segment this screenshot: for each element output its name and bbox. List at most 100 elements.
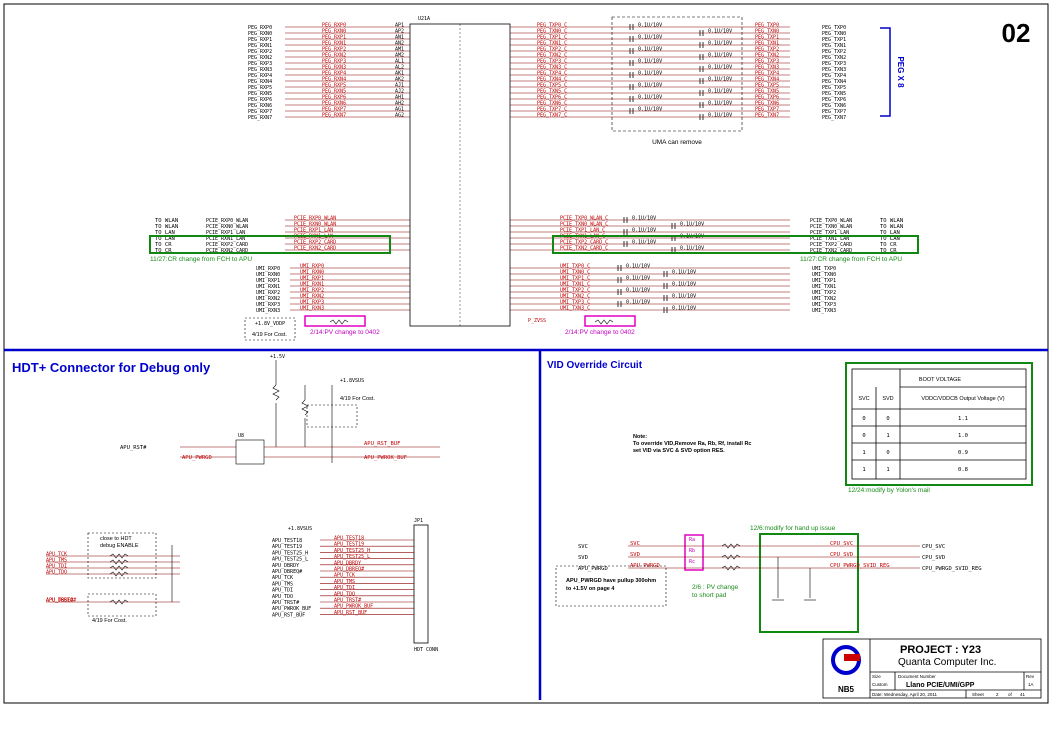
- peg-tx-net-c: PEG_TXN2_C: [537, 53, 567, 59]
- peg-tx-net: PEG_TXP4: [755, 71, 779, 77]
- peg-rx-pin: AL1: [395, 59, 404, 65]
- apu-ref: U21A: [418, 16, 430, 22]
- umi-tx-net: UMI_TXN0_C: [560, 270, 590, 276]
- peg-rx-pin: AG1: [395, 107, 404, 113]
- hdt-cost-note: 4/19 For Cost.: [340, 396, 375, 402]
- vid-table-title: BOOT VOLTAGE: [919, 377, 962, 383]
- vid-output-dest: CPU_PWRGD_SVID_REG: [922, 566, 982, 572]
- vid-output-dest: CPU_SVC: [922, 544, 945, 550]
- peg-rx-net: PEG_RXP5: [322, 83, 346, 89]
- hdr-net: APU_TDI: [334, 585, 355, 591]
- umi-tx-cap-val: 0.1U/10V: [626, 276, 650, 282]
- peg-tx-cap-val: 0.1U/10V: [708, 65, 732, 71]
- peg-tx-cap-val: 0.1U/10V: [708, 41, 732, 47]
- hdt-section-title: HDT+ Connector for Debug only: [12, 360, 211, 375]
- vid-row-volt: 1.1: [958, 416, 968, 422]
- peg-tx-dest: PEG_TXP5: [822, 85, 846, 91]
- peg-tx-cap-val: 0.1U/10V: [708, 77, 732, 83]
- gpp-card-box-left: [149, 235, 391, 254]
- peg-tx-cap: [699, 54, 704, 60]
- umi-rx-src: UMI_RXP2: [256, 290, 280, 296]
- peg-rx-pin: AH1: [395, 95, 404, 101]
- umi-zvdd-box: [304, 315, 366, 327]
- jtag-net-dbreq: APU_DBREQ#: [46, 598, 76, 604]
- umi-tx-net: UMI_TXP1_C: [560, 276, 590, 282]
- peg-rx-pin: AJ2: [395, 89, 404, 95]
- vid-resistor: [721, 543, 741, 549]
- peg-tx-dest: PEG_TXN2: [822, 55, 846, 61]
- peg-tx-net: PEG_TXN3: [755, 65, 779, 71]
- jtag-resistor: [109, 559, 129, 565]
- hdr-left-label: APU_TDI: [272, 588, 293, 594]
- size-label: Size: [872, 674, 881, 679]
- peg-tx-cap: [629, 96, 634, 102]
- umi-rx-src: UMI_RXN3: [256, 308, 280, 314]
- peg-tx-net-c: PEG_TXN6_C: [537, 101, 567, 107]
- peg-rx-pin: AG2: [395, 113, 404, 119]
- gpp-rx-src: PCIE_RXN0_WLAN: [206, 224, 248, 230]
- gpp-left-dest: TO CR: [155, 248, 172, 254]
- gpp-change-note-left: 11/27:CR change from FCH to APU: [150, 256, 252, 263]
- gpp-tx-net-c: PCIE_TXN0_WLAN_C: [560, 222, 608, 228]
- peg-tx-dest: PEG_TXN0: [822, 31, 846, 37]
- umi-rx-net: UMI_RXN3: [300, 306, 324, 312]
- gpp-change-note-right: 11/27:CR change from FCH to APU: [800, 256, 902, 263]
- peg-tx-net-c: PEG_TXN3_C: [537, 65, 567, 71]
- peg-bracket: [880, 27, 891, 117]
- sheet-border: [3, 3, 1049, 704]
- peg-rx-pin: AN2: [395, 41, 404, 47]
- peg-tx-cap: [629, 36, 634, 42]
- umi-rx-src: UMI_RXN1: [256, 284, 280, 290]
- hdr-left-label: APU_TMS: [272, 581, 293, 587]
- umi-rx-net: UMI_RXP1: [300, 276, 324, 282]
- peg-tx-cap-val: 0.1U/10V: [708, 113, 732, 119]
- gpp-right-dest: TO CR: [880, 242, 897, 248]
- peg-tx-dest: PEG_TXP3: [822, 61, 846, 67]
- peg-tx-net-c: PEG_TXP0_C: [537, 23, 567, 29]
- hdt-rail-1v8: +1.8VSUS: [340, 378, 364, 384]
- peg-tx-cap: [629, 108, 634, 114]
- peg-rx-net: PEG_RXN4: [322, 77, 346, 83]
- hdr-left-label: APU_DBRDY: [272, 563, 299, 569]
- peg-tx-net: PEG_TXN0: [755, 29, 779, 35]
- hdr-net: APU_DBRDY: [334, 560, 361, 566]
- gpp-left-dest: TO LAN: [155, 230, 175, 236]
- peg-rx-src: PEG_RXN0: [248, 31, 272, 37]
- gpp-tx-net-c: PCIE_TXN2_CARD_C: [560, 246, 608, 252]
- umi-tx-cap: [617, 265, 622, 271]
- gpp-tx-net: PCIE_TXP1_LAN: [810, 230, 849, 236]
- vid-resistor: [721, 554, 741, 560]
- peg-tx-dest: PEG_TXN3: [822, 67, 846, 73]
- hdt-rail-1v5: +1.5V: [270, 354, 285, 360]
- umi-tx-dest: UMI_TXP0: [812, 266, 836, 272]
- peg-tx-net-c: PEG_TXP1_C: [537, 35, 567, 41]
- gpp-left-dest: TO WLAN: [155, 224, 178, 230]
- umi-tx-dest: UMI_TXN0: [812, 272, 836, 278]
- peg-rx-src: PEG_RXP7: [248, 109, 272, 115]
- vid-pwrgd-note-box: [555, 565, 667, 607]
- hdr-left-label: APU_TEST19: [272, 544, 302, 550]
- vid-res-label: Ra: [689, 537, 695, 543]
- peg-tx-net-c: PEG_TXP7_C: [537, 107, 567, 113]
- rev-value: 1A: [1028, 682, 1034, 687]
- gpp-right-dest: TO LAN: [880, 230, 900, 236]
- company-name: Quanta Computer Inc.: [898, 657, 996, 668]
- peg-tx-net: PEG_TXP2: [755, 47, 779, 53]
- jtag-resistor: [109, 553, 129, 559]
- peg-rx-src: PEG_RXN7: [248, 115, 272, 121]
- hdt-buffer-ref: U8: [238, 433, 244, 439]
- peg-tx-net-c: PEG_TXN0_C: [537, 29, 567, 35]
- peg-rx-src: PEG_RXP4: [248, 73, 272, 79]
- vid-output-net: CPU_SVC: [830, 541, 853, 547]
- peg-rx-pin: AM1: [395, 47, 404, 53]
- peg-tx-net: PEG_TXP6: [755, 95, 779, 101]
- gpp-tx-cap: [623, 217, 628, 223]
- peg-tx-cap-val: 0.1U/10V: [708, 29, 732, 35]
- page-number: 02: [1002, 18, 1031, 48]
- umi-tx-dest: UMI_TXN2: [812, 296, 836, 302]
- gpp-tx-net: PCIE_TXN1_LAN: [810, 236, 849, 242]
- gpp-right-dest: TO CR: [880, 248, 897, 254]
- peg-tx-net: PEG_TXN2: [755, 53, 779, 59]
- peg-rx-src: PEG_RXP2: [248, 49, 272, 55]
